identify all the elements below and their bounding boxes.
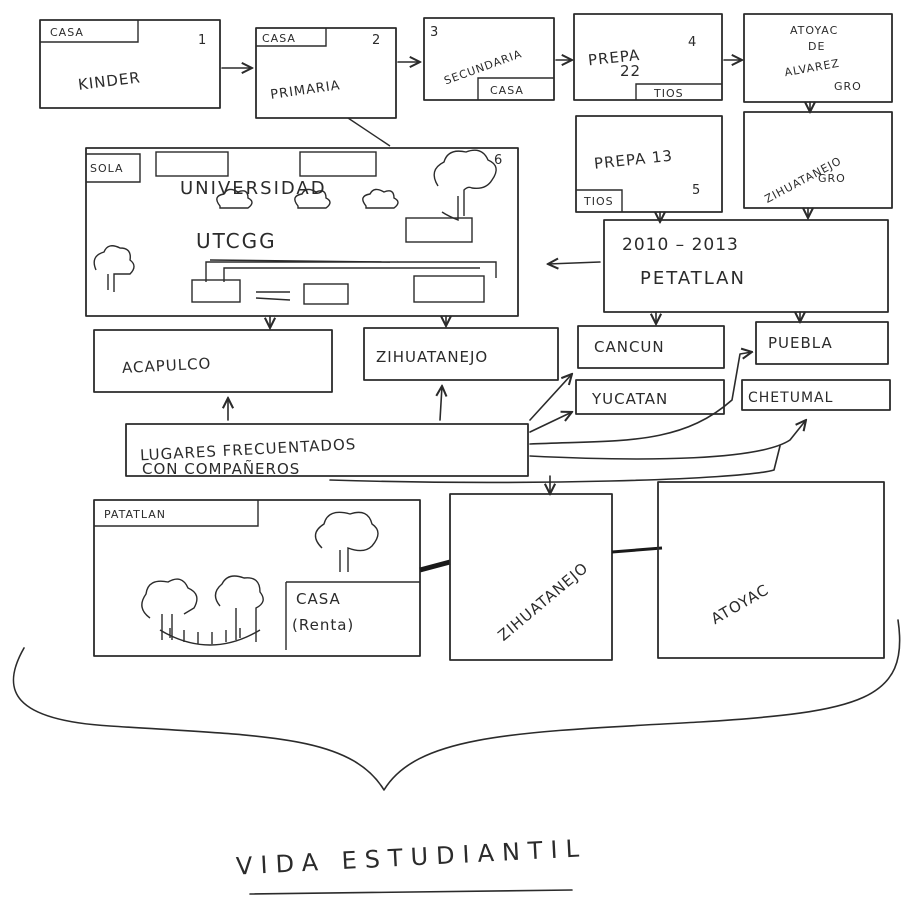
cancun-label: CANCUN: [594, 338, 665, 356]
prepa13-number: 5: [692, 183, 700, 198]
petatlan-label: PETATLAN: [640, 268, 746, 289]
bush-icon: [216, 188, 253, 209]
bottom-petatlan: PATATLAN CASA (Renta): [93, 499, 421, 657]
arrow-frequent-cancun: [529, 374, 572, 421]
kinder-label: KINDER: [77, 68, 142, 94]
stage-kinder: CASA 1 KINDER: [39, 19, 221, 109]
stage-zihuatanejo-gro: ZIHUATANEJO GRO: [743, 111, 893, 209]
universidad-label: UNIVERSIDAD: [180, 178, 327, 199]
universidad-tag: SOLA: [90, 162, 124, 175]
secundaria-tag: CASA: [490, 84, 524, 97]
kinder-tag: CASA: [50, 26, 84, 39]
house-outline: [285, 581, 420, 650]
universidad-number: 6: [494, 153, 502, 168]
atoyac-gro-line3: ALVAREZ: [784, 57, 841, 80]
primaria-label: PRIMARIA: [270, 78, 342, 103]
campus-building: [155, 151, 229, 177]
arrow-frequent-puebla: [529, 352, 752, 445]
place-cancun: CANCUN: [577, 325, 725, 369]
primaria-tag: CASA: [262, 32, 296, 45]
tree-icon: [433, 149, 497, 222]
bottom-zihuatanejo: ZIHUATANEJO: [449, 493, 613, 661]
frequent-line2: CON COMPAÑEROS: [142, 459, 300, 478]
campus-building: [303, 283, 349, 305]
bottom-casa-renta: (Renta): [292, 616, 354, 634]
smile-icon: [159, 628, 261, 646]
campus-path: [223, 267, 480, 282]
campus-building: [413, 275, 485, 303]
bottom-petatlan-tag: PATATLAN: [104, 508, 166, 521]
campus-building: [299, 151, 377, 177]
link-thick: [419, 559, 451, 573]
campus-path: [255, 297, 291, 301]
primaria-number: 2: [372, 33, 380, 48]
stage-universidad: SOLA 6 UNIVERSIDAD UTCGG: [85, 147, 519, 317]
prepa22-label-2: 22: [620, 62, 641, 80]
secundaria-number: 3: [430, 25, 438, 40]
stage-prepa-22: PREPA 4 22 TIOS: [573, 13, 723, 101]
arrow-frequent-zihuatanejo: [440, 386, 442, 421]
place-puebla: PUEBLA: [755, 321, 889, 365]
atoyac-gro-line4: GRO: [834, 80, 862, 93]
stage-atoyac-gro: ATOYAC DE ALVAREZ GRO: [743, 13, 893, 103]
arrow-petatlan-university: [548, 262, 601, 264]
page-title: VIDA ESTUDIANTIL: [235, 834, 587, 880]
stage-petatlan: 2010 – 2013 PETATLAN: [603, 219, 889, 313]
bottom-atoyac-label: ATOYAC: [708, 581, 772, 628]
prepa22-label: PREPA: [587, 46, 641, 69]
campus-building: [405, 217, 473, 243]
place-acapulco: ACAPULCO: [93, 329, 333, 393]
kinder-number: 1: [198, 33, 206, 48]
place-zihuatanejo: ZIHUATANEJO: [363, 327, 559, 381]
tree-icon: [214, 575, 264, 642]
place-chetumal: CHETUMAL: [741, 379, 891, 411]
petatlan-years: 2010 – 2013: [622, 235, 739, 255]
campus-path: [205, 261, 497, 282]
atoyac-gro-line1: ATOYAC: [790, 24, 838, 37]
bottom-casa-label: CASA: [296, 590, 341, 608]
zihuatanejo-gro-line2: GRO: [818, 172, 846, 185]
atoyac-gro-line2: DE: [808, 40, 825, 53]
bush-icon: [362, 188, 399, 209]
acapulco-label: ACAPULCO: [122, 354, 212, 377]
bottom-atoyac: ATOYAC: [657, 481, 885, 659]
stage-primaria: CASA 2 PRIMARIA: [255, 27, 397, 119]
universidad-sublabel: UTCGG: [196, 229, 277, 253]
tree-icon: [314, 511, 379, 572]
prepa13-label: PREPA 13: [593, 147, 674, 173]
arrow-frequent-yucatan: [529, 412, 572, 433]
prepa22-number: 4: [688, 35, 696, 50]
zihuatanejo-label: ZIHUATANEJO: [376, 348, 488, 366]
campus-building: [191, 279, 241, 303]
arrow-frequent-chetumal: [529, 420, 806, 460]
bush-icon: [294, 188, 331, 209]
frequent-places-box: LUGARES FRECUENTADOS CON COMPAÑEROS: [125, 423, 529, 478]
bottom-zihuatanejo-label: ZIHUATANEJO: [494, 559, 592, 645]
place-yucatan: YUCATAN: [575, 379, 725, 415]
prepa13-tag: TIOS: [583, 195, 614, 208]
secundaria-label: SECUNDARIA: [442, 47, 524, 87]
tree-icon: [93, 245, 135, 292]
connector-primaria-university: [347, 117, 391, 147]
title-underline: [249, 889, 573, 895]
stage-prepa-13: PREPA 13 TIOS 5: [575, 115, 723, 213]
link-thick: [611, 546, 663, 554]
connector-frequent-bottom: [329, 445, 781, 484]
puebla-label: PUEBLA: [768, 334, 833, 352]
chetumal-label: CHETUMAL: [748, 390, 833, 406]
prepa22-tag: TIOS: [653, 87, 684, 100]
curly-brace: [12, 619, 901, 791]
yucatan-label: YUCATAN: [591, 390, 668, 408]
stage-secundaria: 3 SECUNDARIA CASA: [423, 17, 555, 101]
